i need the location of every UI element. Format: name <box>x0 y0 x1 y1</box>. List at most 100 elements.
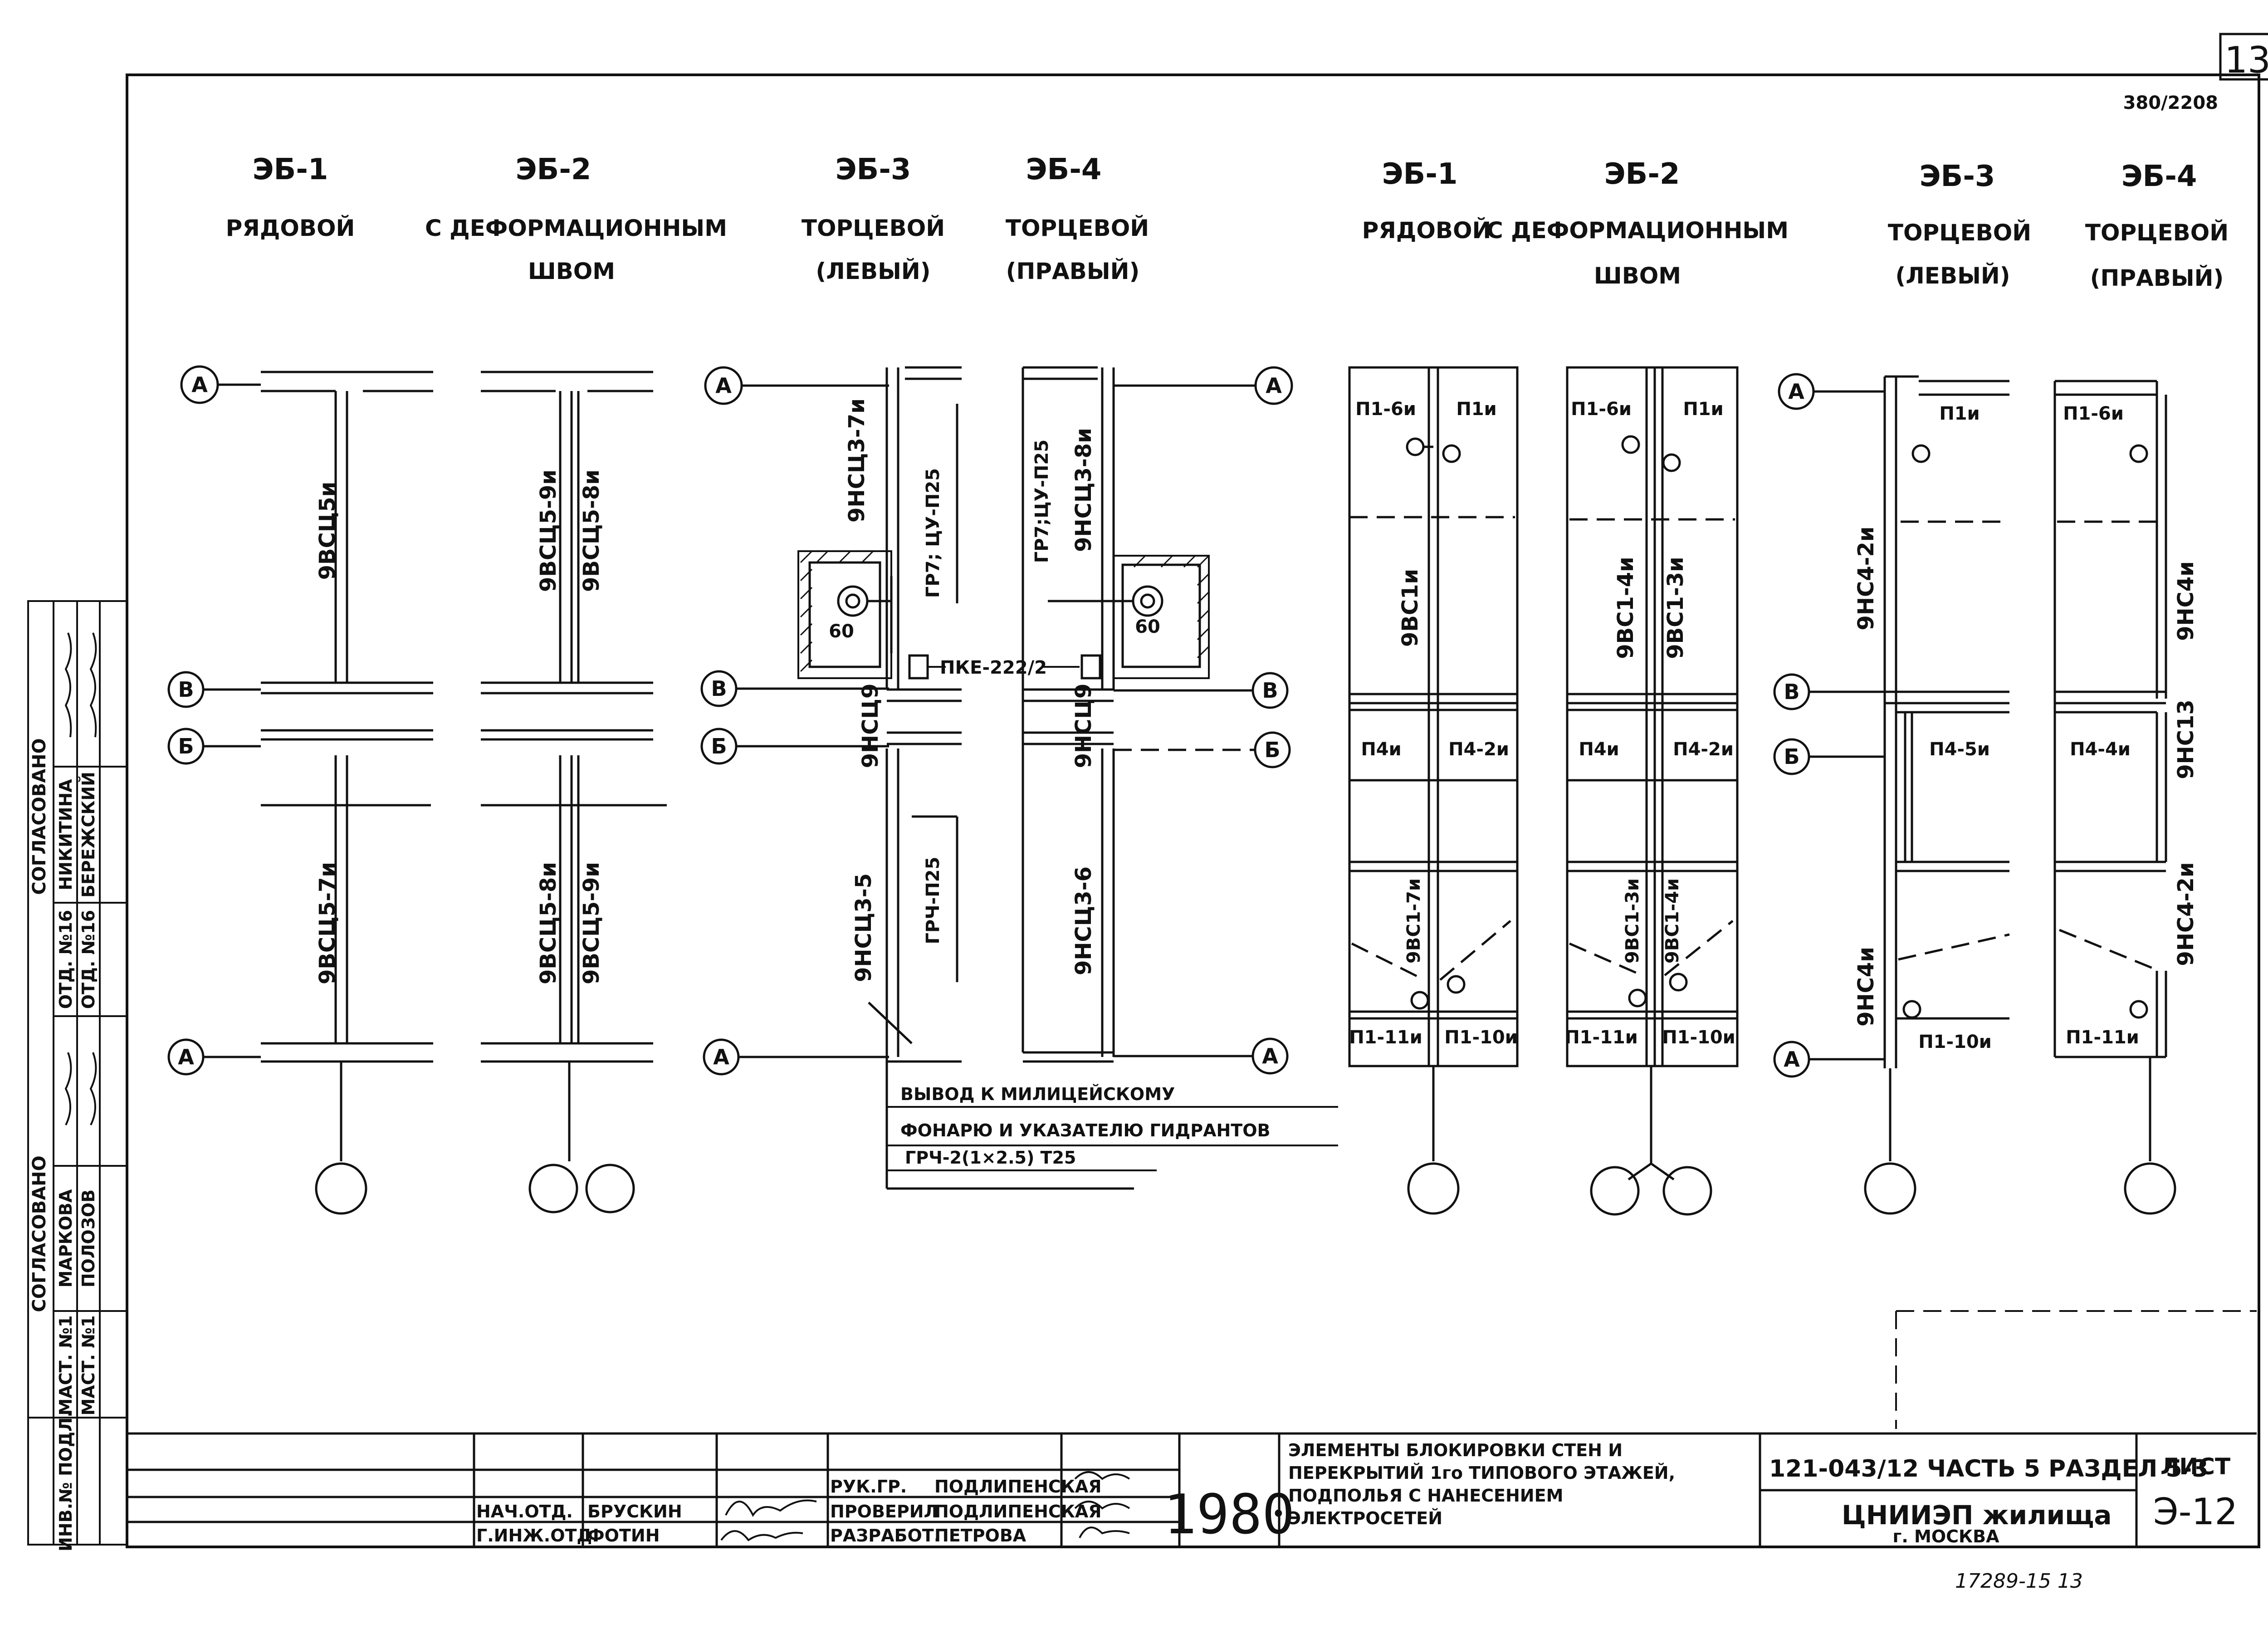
group-eb2-left-code: ЭБ-2 <box>516 153 591 186</box>
side-stamp-grid <box>27 600 128 1546</box>
axis-a-bottom-label-2: А <box>713 1045 729 1069</box>
r-eb2-wall-mark-right: 9ВС1-3и <box>1663 557 1688 659</box>
tb-signatures <box>720 1471 1130 1541</box>
group-headers: ЭБ-1 РЯДОВОЙ ЭБ-2 С ДЕФОРМАЦИОННЫМ ШВОМ … <box>226 153 2229 291</box>
group-eb2-left-sub: ШВОМ <box>528 258 615 284</box>
tb-org-city: г. МОСКВА <box>1893 1526 2000 1546</box>
stamp-dept-1: ОТД. №16 <box>56 910 76 1009</box>
eb4-mid-wall-mark: 9НСЦ9 <box>1071 684 1096 768</box>
eb3-hatch <box>800 550 874 672</box>
footer-number: 17289-15 13 <box>1955 1570 2083 1593</box>
tb-group-lead-role: РУК.ГР. <box>830 1477 907 1497</box>
stamp-inv: ИНВ.№ ПОДЛ. <box>56 1411 76 1551</box>
axis-v-label-4: В <box>1784 680 1799 704</box>
r-eb4-wall-bottom: 9НС4-2и <box>2173 862 2199 966</box>
eb2-top-wall-mark-right: 9ВСЦ5-8и <box>579 470 604 592</box>
axis-a-bottom-label: А <box>178 1045 194 1069</box>
eb4-right-plan <box>2053 380 2176 1215</box>
stamp-mast-2: МАСТ. №1 <box>78 1316 98 1416</box>
tb-title-line2: ПЕРЕКРЫТИЙ 1го ТИПОВОГО ЭТАЖЕЙ, <box>1288 1463 1675 1483</box>
eb2-bottom-wall-mark-left: 9ВСЦ5-8и <box>536 862 561 984</box>
axis-b-label-3: Б <box>1264 738 1280 762</box>
group-eb3-left-sub: (ЛЕВЫЙ) <box>816 258 930 284</box>
eb1-bottom-wall-mark: 9ВСЦ5-7и <box>315 862 340 984</box>
r-eb1-wall-mark: 9ВС1и <box>1398 569 1423 647</box>
cable-note-line3: ГРЧ-2(1×2.5) Т25 <box>905 1148 1076 1168</box>
r-eb3-wall-top: 9НС4-2и <box>1853 526 1879 630</box>
title-block-grid <box>127 1432 2257 1547</box>
eb3-cable-top: ГР7; ЦУ-П25 <box>923 468 943 598</box>
tb-chief-eng-role: Г.ИНЖ.ОТД. <box>476 1526 599 1546</box>
tb-chief-eng-name: ФОТИН <box>587 1526 660 1546</box>
tb-sheet-number: Э-12 <box>2153 1491 2238 1533</box>
stamp-mast-1: МАСТ. №1 <box>56 1316 76 1416</box>
tb-title-line3: ПОДПОЛЬЯ С НАНЕСЕНИЕМ <box>1288 1486 1563 1506</box>
r-eb2-wall-mark-low-right: 9ВС1-4и <box>1662 878 1683 964</box>
r-eb1-wall-mark-low: 9ВС1-7и <box>1403 878 1424 964</box>
group-eb3-right-type: ТОРЦЕВОЙ <box>1888 219 2031 246</box>
tb-year: 1980 <box>1164 1483 1295 1546</box>
cable-note-line1: ВЫВОД К МИЛИЦЕЙСКОМУ <box>900 1084 1175 1104</box>
stamp-agreed-top: СОГЛАСОВАНО <box>29 738 50 895</box>
group-eb3-right-code: ЭБ-3 <box>1920 160 1995 193</box>
tb-sheet-label: ЛИСТ <box>2160 1453 2230 1480</box>
eb3-cable-bottom: ГРЧ-П25 <box>923 857 943 944</box>
tb-head-dept-name: БРУСКИН <box>587 1502 682 1521</box>
group-eb2-right-code: ЭБ-2 <box>1604 157 1680 191</box>
eb2-top-wall-mark-left: 9ВСЦ5-9и <box>536 470 561 592</box>
r-eb1-panel-tr: П1и <box>1456 399 1496 420</box>
r-eb1-panel-tl: П1-6и <box>1355 399 1416 420</box>
group-eb1-left-type: РЯДОВОЙ <box>226 215 355 241</box>
tb-checked-role: ПРОВЕРИЛ <box>830 1502 938 1521</box>
r-eb1-panel-br: П1-10и <box>1444 1027 1518 1048</box>
tb-project-code: 121-043/12 ЧАСТЬ 5 РАЗДЕЛ 5-3 <box>1769 1455 2208 1482</box>
axis-a-top-label-3: А <box>1266 373 1282 398</box>
r-eb3-panel-mid: П4-5и <box>1929 739 1990 760</box>
stamp-agreed-bottom: СОГЛАСОВАНО <box>29 1155 50 1312</box>
tb-group-lead-name: ПОДЛИПЕНСКАЯ <box>934 1477 1102 1497</box>
r-eb2-panel-mr: П4-2и <box>1673 739 1734 760</box>
eb4-top-wall-mark: 9НСЦ3-8и <box>1071 428 1096 552</box>
group-eb4-right-type: ТОРЦЕВОЙ <box>2085 219 2229 246</box>
r-eb3-panel-bottom: П1-10и <box>1918 1032 1992 1052</box>
eb1-left-plan <box>261 371 433 1215</box>
eb4-bottom-wall-mark: 9НСЦ3-6 <box>1071 866 1096 975</box>
eb3-bottom-wall-mark: 9НСЦ3-5 <box>851 873 876 982</box>
axis-a-top-label-4: А <box>1788 379 1804 404</box>
stamp-name-1: НИКИТИНА <box>56 779 76 890</box>
r-eb1-panel-bl: П1-11и <box>1349 1027 1422 1048</box>
eb4-box-size: 60 <box>1135 616 1160 637</box>
axis-v-label-3: В <box>1262 678 1278 703</box>
pke-label: ПКЕ-222/2 <box>940 657 1047 678</box>
group-eb1-right-code: ЭБ-1 <box>1382 157 1458 191</box>
r-eb2-panel-bl: П1-11и <box>1564 1027 1638 1048</box>
axis-markers <box>167 365 1885 1078</box>
group-eb1-left-code: ЭБ-1 <box>253 153 328 186</box>
r-eb4-panel-mid: П4-4и <box>2070 739 2131 760</box>
axis-v-label: В <box>178 677 194 702</box>
group-eb2-left-type: С ДЕФОРМАЦИОННЫМ <box>425 215 727 241</box>
tb-checked-name: ПОДЛИПЕНСКАЯ <box>934 1502 1102 1521</box>
group-eb4-right-sub: (ПРАВЫЙ) <box>2090 264 2224 291</box>
stamp-dept-2: ОТД. №16 <box>78 910 98 1009</box>
r-eb4-panel-top: П1-6и <box>2063 403 2124 424</box>
tb-title-line1: ЭЛЕМЕНТЫ БЛОКИРОВКИ СТЕН И <box>1288 1440 1623 1460</box>
r-eb1-panel-mr: П4-2и <box>1448 739 1509 760</box>
axis-a-bottom-label-3: А <box>1262 1044 1278 1068</box>
r-eb4-panel-bottom: П1-11и <box>2066 1027 2139 1048</box>
eb3-left-plan <box>797 366 1134 1190</box>
eb3-mid-wall-mark: 9НСЦ9 <box>858 684 883 768</box>
eb3-box-size: 60 <box>829 621 854 642</box>
stamp-signatures <box>64 632 97 1125</box>
r-eb4-wall-top: 9НС4и <box>2173 561 2199 641</box>
cable-note-lines <box>887 1106 1338 1171</box>
axis-b-label: Б <box>178 734 194 758</box>
axis-a-top-label: А <box>191 372 208 397</box>
stamp-name-3: МАРКОВА <box>56 1189 76 1287</box>
r-eb1-panel-ml: П4и <box>1361 739 1401 760</box>
tb-org-name: ЦНИИЭП жилища <box>1842 1500 2112 1531</box>
inventory-number: 380/2208 <box>2123 93 2218 113</box>
group-eb2-right-sub: ШВОМ <box>1594 263 1681 289</box>
sheet-frame <box>126 33 2268 1548</box>
